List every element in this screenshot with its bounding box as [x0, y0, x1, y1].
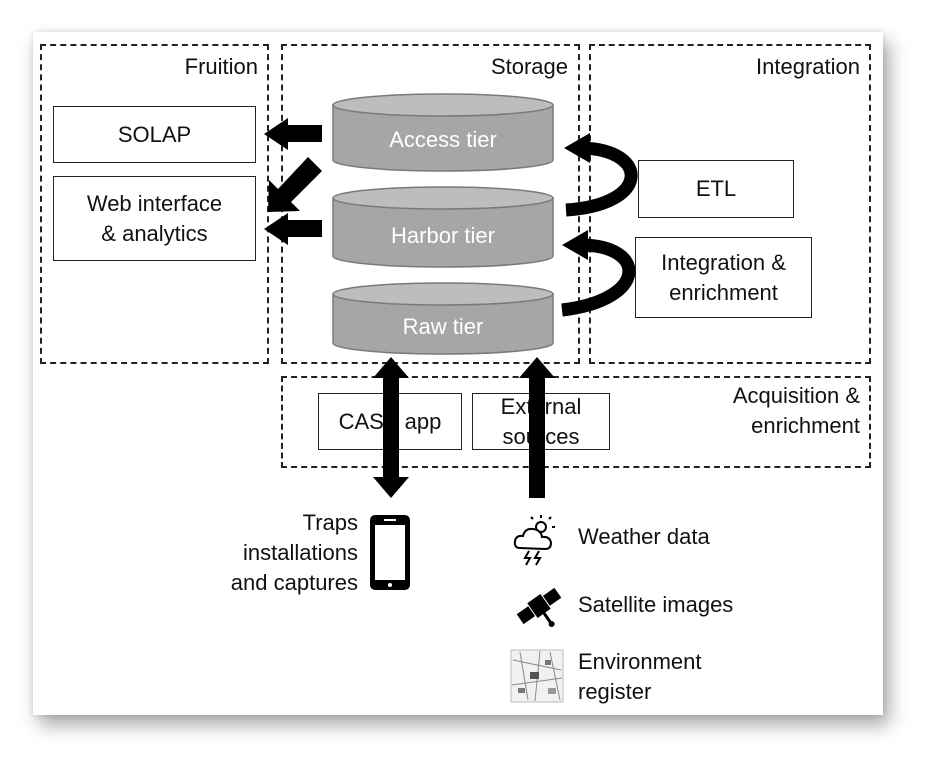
smartphone-icon — [370, 515, 410, 590]
raw-tier-cylinder — [332, 282, 554, 355]
fruition-title: Fruition — [184, 54, 258, 79]
satellite-images-label: Satellite images — [578, 592, 734, 617]
curved-arrow-enrichment-to-harbor — [561, 230, 636, 317]
acquisition-region — [281, 376, 871, 468]
solap-box: SOLAP — [53, 106, 256, 163]
storm-cloud-icon — [513, 515, 555, 566]
arrow-access-to-solap — [264, 118, 322, 150]
integration-enrichment-box: Integration & enrichment — [635, 237, 812, 318]
arrow-external-to-raw — [519, 357, 555, 498]
harbor-tier-cylinder — [332, 186, 554, 268]
storage-title: Storage — [490, 54, 568, 79]
acquisition-title: Acquisition & enrichment — [732, 383, 860, 438]
map-icon — [510, 649, 564, 703]
access-tier-label: Access tier — [389, 127, 497, 152]
web-interface-box: Web interface & analytics — [53, 176, 256, 261]
traps-label: Traps installations and captures — [230, 510, 358, 595]
arrow-case-app-bidirectional — [373, 357, 409, 498]
harbor-tier-label: Harbor tier — [391, 223, 495, 248]
integration-title: Integration — [756, 54, 860, 79]
raw-tier-label: Raw tier — [402, 314, 484, 339]
arrow-harbor-to-web — [264, 213, 322, 245]
weather-data-label: Weather data — [578, 524, 710, 549]
fruition-region — [40, 44, 269, 364]
etl-box: ETL — [638, 160, 794, 218]
arrow-access-to-web — [268, 157, 322, 212]
access-tier-cylinder — [332, 93, 554, 172]
satellite-icon — [516, 587, 562, 628]
curved-arrow-etl-to-access — [564, 133, 638, 217]
environment-register-label: Environment register — [578, 649, 702, 704]
